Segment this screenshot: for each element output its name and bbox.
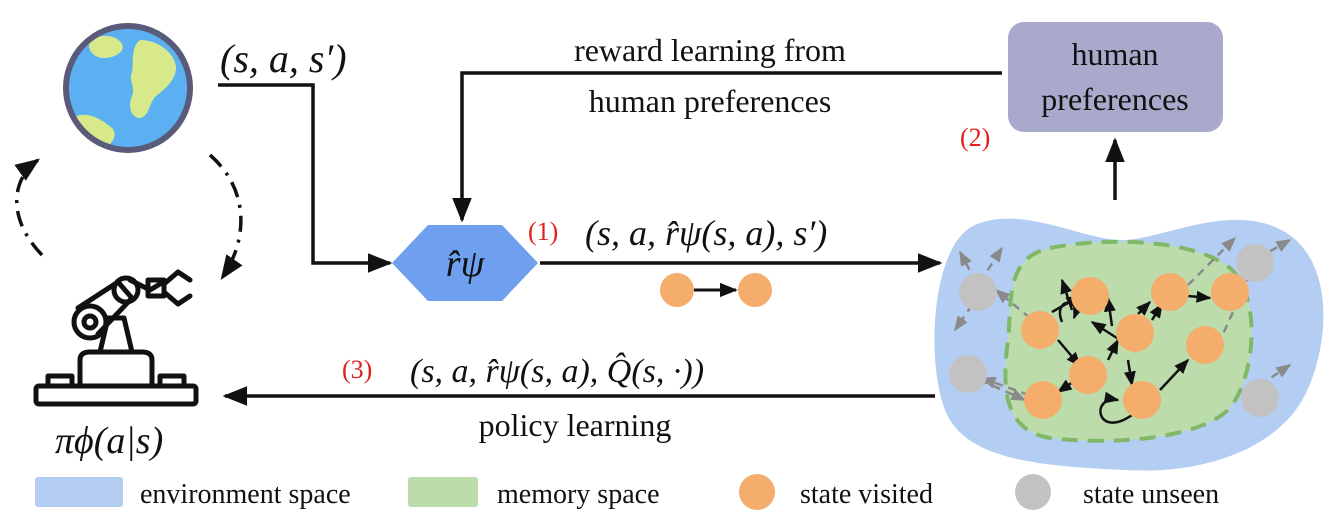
policy-learning-label: policy learning [479, 407, 672, 443]
legend-label-unseen: state unseen [1083, 479, 1219, 510]
human-preferences-box [1008, 22, 1223, 132]
reward-learning-label-line2: human preferences [589, 83, 832, 119]
visited-transitions [1051, 278, 1212, 424]
visited-states [1021, 273, 1249, 419]
visited-state [1071, 277, 1109, 315]
legend-label-memory: memory space [497, 479, 660, 510]
robot-arm-icon [33, 269, 199, 407]
policy-label: πϕ(a|s) [55, 420, 163, 462]
cycle-arrow-down [208, 153, 243, 281]
human-preferences-line1: human [1071, 36, 1158, 72]
human-preferences-line2: preferences [1041, 81, 1188, 117]
reward-model-hexagon [392, 225, 538, 301]
visited-state [1186, 326, 1224, 364]
tuple-1-label: (s, a, r̂ψ(s, a), s′) [585, 213, 827, 253]
legend: environment space memory space state vis… [35, 474, 1219, 510]
arrow-human-to-reward [452, 71, 1002, 223]
unseen-states [949, 244, 1279, 417]
cycle-arrow-up [14, 158, 44, 257]
legend-swatch-memory [408, 477, 478, 507]
step-2-label: (2) [960, 123, 990, 152]
world-tuple-label: (s, a, s′) [220, 36, 347, 81]
transition-icon [660, 273, 772, 307]
legend-swatch-unseen [1015, 474, 1051, 510]
visited-state [1123, 381, 1161, 419]
unseen-state [1241, 379, 1279, 417]
visited-state [1021, 311, 1059, 349]
unseen-state [949, 355, 987, 393]
step-3-label: (3) [342, 355, 372, 384]
visited-state [1151, 273, 1189, 311]
visited-state [1211, 273, 1249, 311]
legend-label-environment: environment space [140, 479, 351, 510]
reward-learning-label-line1: reward learning from [574, 32, 846, 68]
unseen-state [959, 273, 997, 311]
earth-icon [63, 23, 193, 153]
step-1-label: (1) [528, 217, 558, 246]
legend-label-visited: state visited [800, 479, 933, 510]
tuple-3-label: (s, a, r̂ψ(s, a), Q̂(s, ·)) [410, 352, 704, 390]
legend-swatch-environment [35, 477, 123, 507]
visited-state [1069, 356, 1107, 394]
reward-model-label: r̂ψ [446, 243, 486, 285]
unseen-state [1236, 244, 1274, 282]
arrow-earth-to-reward [218, 83, 393, 273]
visited-state [1116, 314, 1154, 352]
visited-state [1024, 381, 1062, 419]
legend-swatch-visited [739, 474, 775, 510]
